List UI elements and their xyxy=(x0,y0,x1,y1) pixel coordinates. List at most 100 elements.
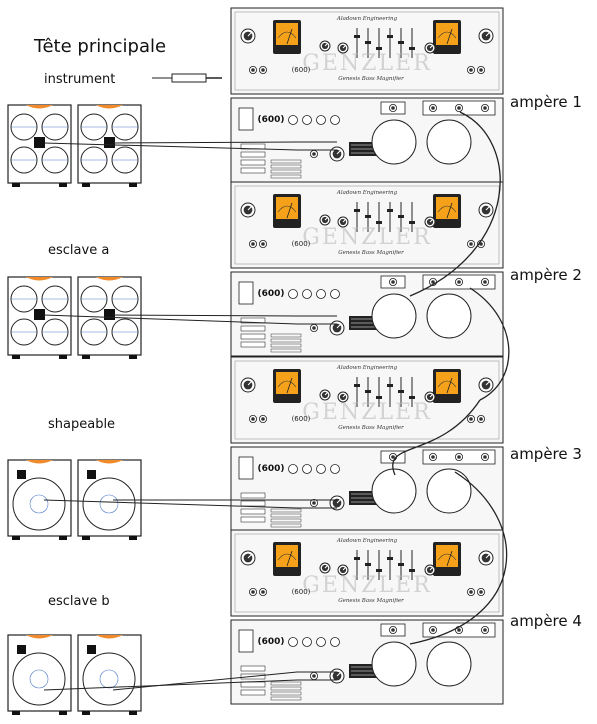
amp-label-2: ampère 2 xyxy=(510,266,582,284)
head-model: Genesis Bass Magnifier xyxy=(338,425,404,431)
cab-trim xyxy=(96,105,123,109)
vu-meter-face xyxy=(436,372,458,394)
fan-left xyxy=(371,293,417,339)
genzler-logo-watermark: GENZLER xyxy=(302,573,431,598)
vu-meter-face xyxy=(276,197,298,219)
input-plate xyxy=(104,137,115,148)
speaker-15 xyxy=(12,477,66,531)
speaker-cable-1-a xyxy=(43,142,337,151)
diagram-title: Tête principale xyxy=(34,36,167,57)
cab-1x15-d2 xyxy=(77,634,142,715)
instrument-cable xyxy=(152,73,222,83)
input-plate xyxy=(104,309,115,320)
slave-link-2-3 xyxy=(469,287,510,401)
amp-back-panel: (600) xyxy=(230,97,504,183)
cab-trim xyxy=(26,635,53,639)
head-brand: Aladown Engineering xyxy=(336,16,398,22)
power-rating: (600) xyxy=(257,289,284,299)
cab-1x15-c2 xyxy=(77,459,142,540)
slave-link-1-2 xyxy=(409,111,501,297)
fan-right xyxy=(426,468,472,514)
cables xyxy=(43,73,510,691)
cab-1x15-d1 xyxy=(7,634,72,715)
amp-label-1: ampère 1 xyxy=(510,93,582,111)
cab-trim xyxy=(96,460,123,464)
speaker-cable-2-b xyxy=(112,314,337,317)
vu-meter-face xyxy=(276,372,298,394)
group-label-shapeable: shapeable xyxy=(48,417,116,432)
cab-trim xyxy=(96,277,123,281)
vu-meter-face xyxy=(276,545,298,567)
power-rating: (600) xyxy=(257,464,284,474)
head-brand: Aladown Engineering xyxy=(336,190,398,196)
fan-left xyxy=(371,119,417,165)
fan-left xyxy=(371,468,417,514)
cabinet-column xyxy=(7,104,142,715)
speaker-15 xyxy=(12,652,66,706)
head-brand: Aladown Engineering xyxy=(336,538,398,544)
amp-back-panel: (600) xyxy=(230,446,504,532)
input-plate xyxy=(17,645,26,654)
head-model: Genesis Bass Magnifier xyxy=(338,598,404,604)
power-rating: (600) xyxy=(257,637,284,647)
power-switch xyxy=(238,281,254,305)
fan-right xyxy=(426,641,472,687)
speaker-15 xyxy=(82,477,136,531)
amp-label-3: ampère 3 xyxy=(510,445,582,463)
cab-4x10-b2 xyxy=(77,276,142,359)
input-plate xyxy=(34,309,45,320)
power-switch xyxy=(238,456,254,480)
input-plate xyxy=(34,137,45,148)
power-switch xyxy=(238,107,254,131)
power-badge: (600) xyxy=(292,588,311,596)
input-plate xyxy=(87,470,96,479)
amp-back-panel: (600) xyxy=(230,619,504,705)
speaker-15 xyxy=(82,652,136,706)
cab-trim xyxy=(96,635,123,639)
group-label-esclave-b: esclave b xyxy=(48,594,110,609)
speaker-cable-1-b xyxy=(112,141,337,144)
fan-left xyxy=(371,641,417,687)
fan-right xyxy=(426,293,472,339)
cab-1x15-c1 xyxy=(7,459,72,540)
speaker-cable-4-a xyxy=(43,679,337,691)
cab-trim xyxy=(26,277,53,281)
power-badge: (600) xyxy=(292,66,311,74)
genzler-logo-watermark: GENZLER xyxy=(302,225,431,250)
head-brand: Aladown Engineering xyxy=(336,365,398,371)
slave-link-3-back xyxy=(392,399,481,476)
speaker-cable-3-a xyxy=(43,499,337,509)
cab-4x10-a2 xyxy=(77,104,142,187)
instrument-jack-plug xyxy=(171,73,207,83)
power-rating: (600) xyxy=(257,115,284,125)
power-switch xyxy=(238,629,254,653)
cab-trim xyxy=(26,460,53,464)
amp-back-panel: (600) xyxy=(230,271,504,357)
cab-4x10-b1 xyxy=(7,276,72,359)
input-plate xyxy=(87,645,96,654)
speaker-cable-4-b xyxy=(112,671,337,691)
power-badge: (600) xyxy=(292,415,311,423)
instrument-label: instrument xyxy=(44,72,116,87)
amp-label-4: ampère 4 xyxy=(510,612,582,630)
vu-meter-face xyxy=(436,197,458,219)
genzler-logo-watermark: GENZLER xyxy=(302,400,431,425)
group-label-esclave-a: esclave a xyxy=(48,243,110,258)
input-plate xyxy=(17,470,26,479)
head-model: Genesis Bass Magnifier xyxy=(338,250,404,256)
speaker-cable-2-a xyxy=(43,314,337,325)
fan-right xyxy=(426,119,472,165)
vu-meter-face xyxy=(436,23,458,45)
power-badge: (600) xyxy=(292,240,311,248)
slave-link-3-4 xyxy=(409,471,508,645)
cab-trim xyxy=(26,105,53,109)
